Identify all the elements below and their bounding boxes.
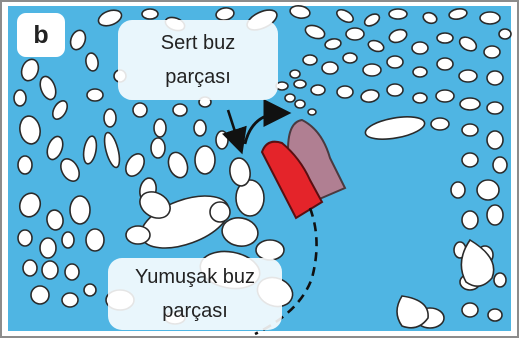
ice-floe <box>126 226 150 244</box>
ice-floe <box>493 157 507 173</box>
ice-floe <box>451 182 465 198</box>
ice-floe <box>295 100 305 108</box>
ice-floe <box>40 238 56 258</box>
ice-floe <box>322 62 338 74</box>
ice-floe <box>294 80 306 88</box>
ice-floe <box>133 103 147 117</box>
soft-ice-label: Yumuşak buz parçası <box>108 258 282 330</box>
ice-floe <box>346 28 364 40</box>
ice-floe <box>413 93 427 103</box>
ice-floe <box>487 205 503 225</box>
ice-floe <box>195 146 215 174</box>
ice-floe <box>86 229 104 251</box>
ice-floe <box>84 284 96 296</box>
ice-floe <box>487 102 503 114</box>
ice-floe <box>62 232 74 248</box>
ice-floe <box>462 153 478 167</box>
ice-floe <box>460 98 480 110</box>
panel-label: b <box>17 13 65 57</box>
ice-floe <box>412 42 428 54</box>
ice-floe <box>210 202 230 222</box>
ice-floe <box>285 94 295 102</box>
ice-floe <box>437 33 453 43</box>
hard-ice-label: Sert buz parçası <box>118 20 278 100</box>
ice-floe <box>459 70 477 82</box>
ice-floe <box>499 29 511 39</box>
ice-floe <box>437 58 453 70</box>
ice-floe <box>151 138 165 158</box>
ice-floe <box>31 286 49 304</box>
ice-floe <box>363 64 381 76</box>
ice-floe <box>337 86 353 98</box>
ice-floe <box>487 131 503 149</box>
ice-floe <box>343 53 357 63</box>
ice-floe <box>480 12 500 24</box>
ice-floe <box>194 120 206 136</box>
ice-floe <box>290 70 300 78</box>
ice-floe <box>303 55 317 65</box>
hard-ice-label-line2: parçası <box>165 60 231 94</box>
ice-floe <box>494 273 506 287</box>
ice-floe <box>462 303 478 317</box>
ice-floe <box>173 104 187 116</box>
ice-floe <box>484 46 500 58</box>
ice-floe <box>23 260 37 276</box>
ice-floe <box>18 230 32 246</box>
ice-floe <box>42 261 58 279</box>
ice-floe <box>65 264 79 280</box>
ice-floe <box>14 90 26 106</box>
ice-floe <box>389 9 407 19</box>
ice-floe <box>487 71 503 85</box>
ice-floe <box>477 180 499 200</box>
ice-floe <box>216 131 228 149</box>
ice-floe <box>308 109 316 115</box>
ice-floe <box>387 56 403 68</box>
ice-floe <box>413 67 427 77</box>
ice-floe <box>142 9 158 19</box>
hard-ice-label-line1: Sert buz <box>161 26 235 60</box>
ice-floe <box>18 156 32 174</box>
ice-floe <box>462 124 478 136</box>
ice-floe <box>62 293 78 307</box>
ice-floe <box>311 85 325 95</box>
ice-floe <box>462 211 478 229</box>
soft-ice-label-line1: Yumuşak buz <box>135 260 255 294</box>
ice-floe <box>70 196 90 224</box>
ice-floe <box>431 118 449 130</box>
ice-floe <box>387 84 403 96</box>
ice-floe <box>488 309 502 321</box>
ice-floe <box>154 119 166 137</box>
soft-ice-label-line2: parçası <box>162 294 228 328</box>
ice-floe <box>256 240 284 260</box>
ice-floe <box>104 109 116 127</box>
ice-floe <box>87 89 103 101</box>
ice-floe <box>436 90 454 102</box>
